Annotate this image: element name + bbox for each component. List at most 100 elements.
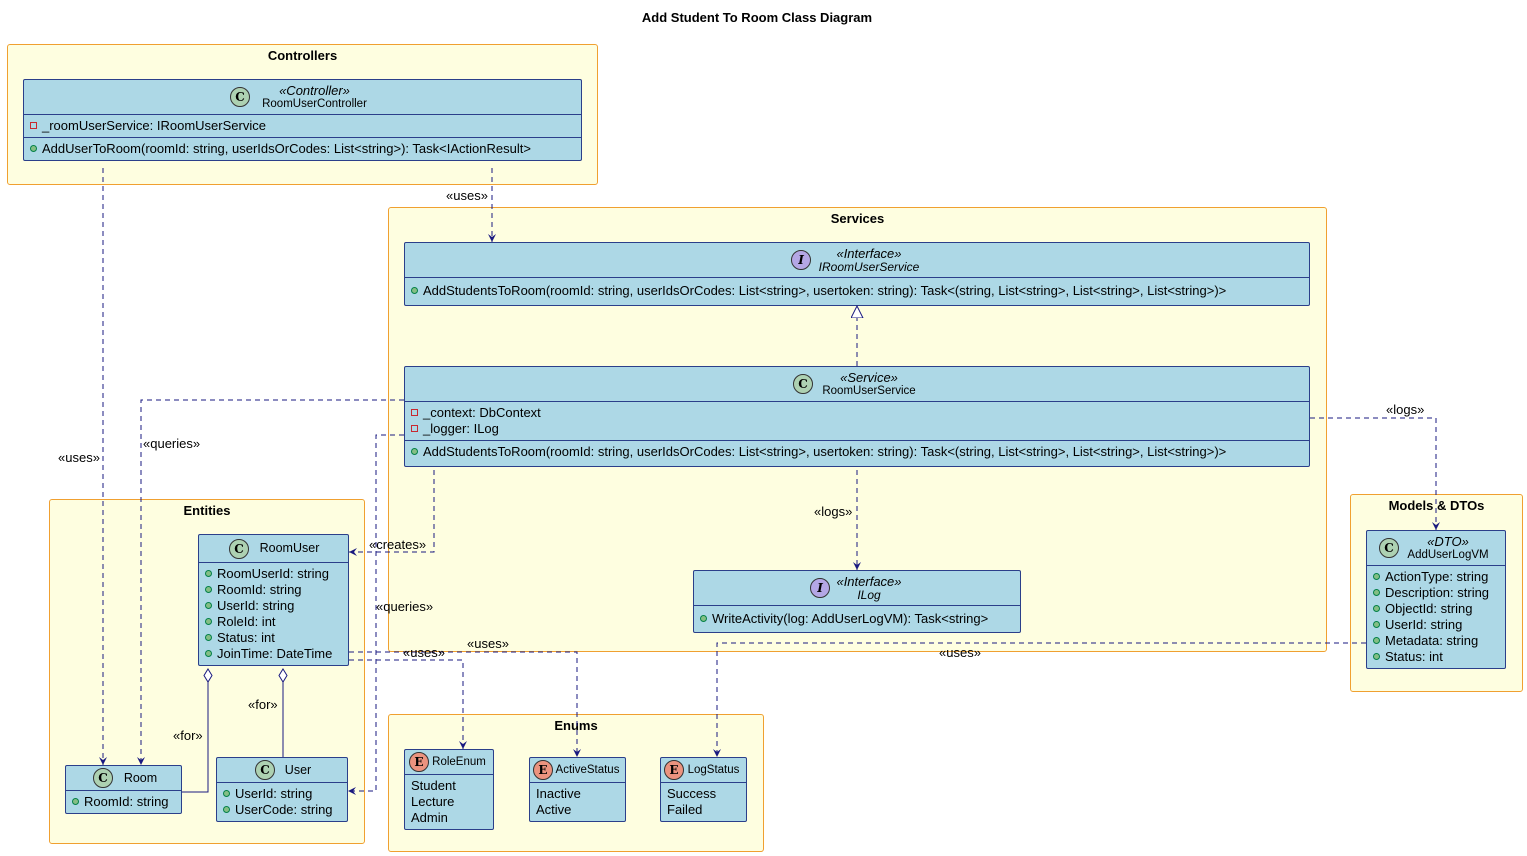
label-logs: «logs» — [1386, 402, 1425, 417]
public-icon — [205, 586, 212, 593]
public-icon — [700, 615, 707, 622]
edge-aggregation-room — [182, 682, 209, 793]
private-icon — [411, 409, 418, 416]
label-uses: «uses» — [58, 450, 100, 465]
class-icon: C — [93, 768, 113, 788]
class-icon: C — [230, 87, 250, 107]
label-uses: «uses» — [939, 645, 981, 660]
class-name: Room — [123, 771, 158, 785]
class-room-user[interactable]: C RoomUser RoomUserId: string RoomId: st… — [198, 534, 349, 666]
class-field: _roomUserService: IRoomUserService — [30, 118, 575, 134]
enum-value: Lecture — [411, 794, 455, 809]
class-field: JoinTime: DateTime — [205, 646, 342, 662]
label-uses: «uses» — [467, 636, 509, 651]
class-field: ObjectId: string — [1373, 601, 1499, 617]
class-icon: C — [1379, 538, 1399, 558]
class-stereotype: «Service» — [840, 370, 898, 385]
class-method: AddUserToRoom(roomId: string, userIdsOrC… — [30, 141, 575, 157]
class-name: RoomUserController — [262, 98, 367, 110]
class-add-user-log-vm[interactable]: C «DTO» AddUserLogVM ActionType: string … — [1366, 530, 1506, 669]
public-icon — [1373, 653, 1380, 660]
enum-role-enum[interactable]: E RoleEnum Student Lecture Admin — [404, 749, 494, 830]
class-field: _logger: ILog — [411, 421, 1303, 437]
label-queries: «queries» — [143, 436, 201, 451]
class-field: RoleId: int — [205, 614, 342, 630]
public-icon — [1373, 621, 1380, 628]
class-field: RoomId: string — [72, 794, 175, 810]
class-field: UserId: string — [205, 598, 342, 614]
class-field: Status: int — [205, 630, 342, 646]
class-stereotype: «Interface» — [836, 246, 902, 261]
label-queries: «queries» — [376, 599, 434, 614]
class-room-user-controller[interactable]: C «Controller» RoomUserController _roomU… — [23, 79, 582, 161]
class-field: Status: int — [1373, 649, 1499, 665]
package-title: Entities — [183, 503, 231, 518]
class-name: ActiveStatus — [555, 764, 620, 776]
enum-value: Admin — [411, 810, 448, 825]
class-stereotype: «Controller» — [279, 83, 350, 98]
class-icon: C — [229, 538, 249, 559]
class-room-user-service[interactable]: C «Service» RoomUserService _context: Db… — [404, 366, 1310, 467]
public-icon — [223, 790, 230, 797]
class-name: IRoomUserService — [818, 260, 920, 274]
class-icon: C — [793, 374, 813, 394]
class-method: AddStudentsToRoom(roomId: string, userId… — [411, 444, 1303, 460]
interface-ilog[interactable]: I «Interface» ILog WriteActivity(log: Ad… — [693, 570, 1021, 633]
interface-iroom-user-service[interactable]: I «Interface» IRoomUserService AddStuden… — [404, 242, 1310, 306]
class-user[interactable]: C User UserId: string UserCode: string — [216, 757, 348, 822]
class-field: Metadata: string — [1373, 633, 1499, 649]
class-room[interactable]: C Room RoomId: string — [65, 765, 182, 814]
class-name: ILog — [857, 588, 881, 602]
class-method: AddStudentsToRoom(roomId: string, userId… — [411, 283, 1303, 299]
enum-icon: E — [664, 760, 684, 780]
enum-value: Failed — [667, 802, 703, 817]
edge-service-queries-room — [137, 399, 404, 765]
class-field: _context: DbContext — [411, 405, 1303, 421]
label-for: «for» — [248, 697, 278, 712]
label-creates: «creates» — [369, 537, 427, 552]
edge-roomuser-uses-roleenum — [349, 659, 467, 749]
public-icon — [30, 145, 37, 152]
package-title: Services — [830, 211, 885, 226]
public-icon — [1373, 637, 1380, 644]
package-title: Controllers — [267, 48, 338, 63]
public-icon — [1373, 589, 1380, 596]
public-icon — [72, 798, 79, 805]
class-field: ActionType: string — [1373, 569, 1499, 585]
public-icon — [223, 806, 230, 813]
enum-active-status[interactable]: E ActiveStatus Inactive Active — [529, 757, 626, 822]
diagram-title: Add Student To Room Class Diagram — [641, 10, 873, 25]
public-icon — [205, 634, 212, 641]
public-icon — [205, 650, 212, 657]
class-field: UserCode: string — [223, 802, 341, 818]
label-for: «for» — [173, 728, 203, 743]
class-name: User — [284, 763, 312, 777]
private-icon — [30, 122, 37, 129]
public-icon — [205, 570, 212, 577]
class-field: UserId: string — [1373, 617, 1499, 633]
class-name: LogStatus — [687, 764, 740, 776]
enum-icon: E — [533, 760, 553, 780]
label-uses: «uses» — [403, 645, 445, 660]
public-icon — [1373, 605, 1380, 612]
interface-icon: I — [791, 250, 811, 270]
enum-value: Active — [536, 802, 572, 817]
class-field: RoomUserId: string — [205, 566, 342, 582]
edge-service-logs-dto — [1310, 417, 1440, 530]
package-title: Enums — [554, 718, 598, 733]
class-name: RoleEnum — [432, 756, 486, 768]
enum-value: Inactive — [536, 786, 581, 801]
class-field: RoomId: string — [205, 582, 342, 598]
private-icon — [411, 425, 418, 432]
edge-service-creates-roomuser — [349, 470, 435, 556]
enum-value: Student — [411, 778, 456, 793]
enum-log-status[interactable]: E LogStatus Success Failed — [660, 757, 747, 822]
public-icon — [411, 287, 418, 294]
class-name: RoomUserService — [822, 385, 916, 397]
label-uses: «uses» — [446, 188, 488, 203]
class-name: RoomUser — [259, 541, 320, 555]
class-stereotype: «DTO» — [1427, 534, 1469, 549]
public-icon — [205, 602, 212, 609]
enum-value: Success — [667, 786, 717, 801]
class-field: UserId: string — [223, 786, 341, 802]
